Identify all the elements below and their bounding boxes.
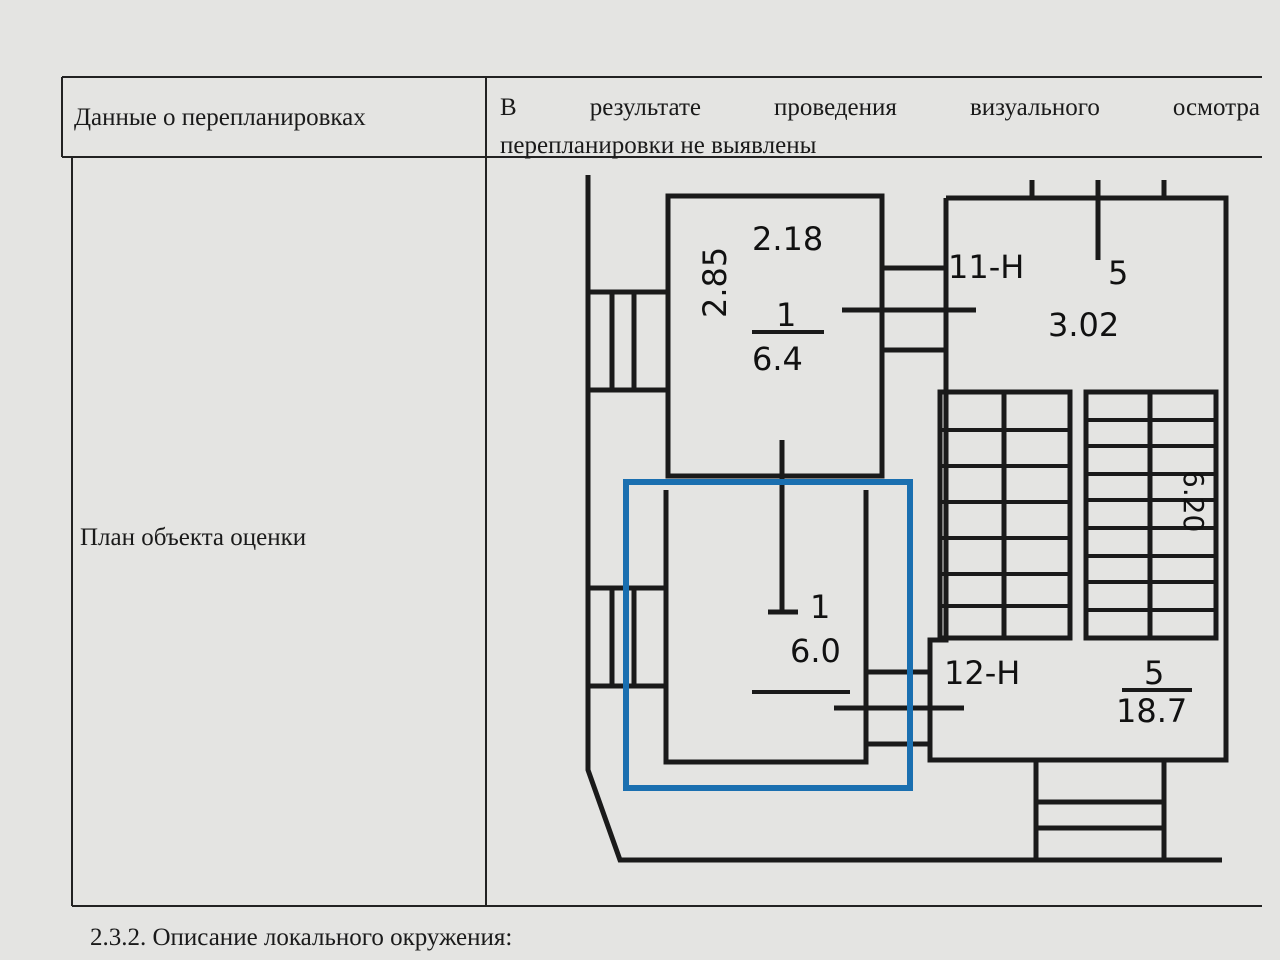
replanning-value-line2: перепланировки не выявлены: [500, 132, 817, 159]
word: визуального: [969, 94, 1100, 121]
plan-label: План объекта оценки: [80, 524, 307, 551]
unit-11-label: 11-Н: [948, 248, 1024, 286]
stair-dim: 6.20: [1177, 470, 1210, 532]
replanning-value-line1: В результате проведения визуального осмо…: [500, 94, 1260, 122]
table-grid: [61, 76, 1262, 907]
replanning-label: Данные о перепланировках: [74, 104, 366, 131]
unit-12-label: 12-Н: [944, 654, 1020, 692]
room1-num: 1: [776, 296, 796, 334]
room1-width: 2.18: [752, 220, 823, 258]
unit-11-dim: 3.02: [1048, 306, 1119, 344]
stair-steps: [752, 330, 1216, 694]
room1-height: 2.85: [696, 247, 734, 318]
floor-plan-labels: 2.18 2.85 1 6.4 1 6.0 11-Н 5 3.02 6.20 1…: [696, 220, 1210, 730]
unit-12-area: 18.7: [1116, 692, 1187, 730]
word: результате: [589, 94, 701, 121]
room1-area: 6.4: [752, 340, 803, 378]
highlight-frame: [623, 479, 913, 791]
unit-11-num: 5: [1108, 254, 1128, 292]
section-heading: 2.3.2. Описание локального окружения:: [90, 924, 513, 951]
unit-12-num: 5: [1144, 654, 1164, 692]
word: осмотра: [1172, 94, 1260, 121]
room2-num: 1: [810, 588, 830, 626]
room2-area: 6.0: [790, 632, 841, 670]
word: В: [500, 94, 517, 121]
word: проведения: [774, 94, 897, 121]
